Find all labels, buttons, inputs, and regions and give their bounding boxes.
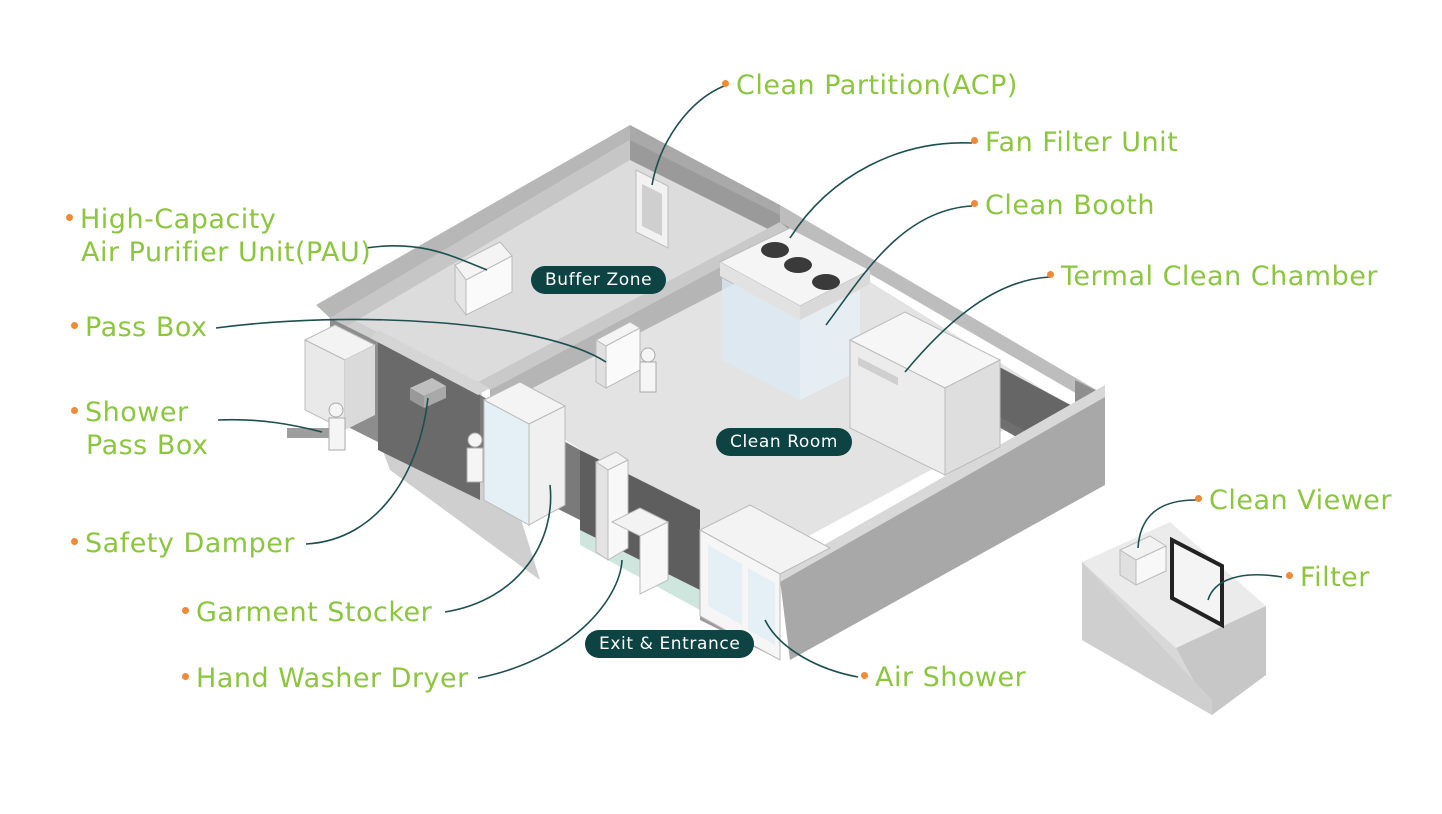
label-safety-damper: Safety Damper bbox=[71, 527, 295, 560]
pass-box-equipment bbox=[594, 321, 657, 393]
leader-acp bbox=[651, 85, 725, 186]
label-garment-stocker: Garment Stocker bbox=[182, 596, 432, 629]
leader-booth bbox=[825, 205, 973, 326]
bullet-dot bbox=[722, 80, 729, 87]
bullet-dot bbox=[182, 673, 189, 680]
label-fan-filter-unit: Fan Filter Unit bbox=[971, 126, 1178, 159]
leader-damper bbox=[305, 397, 429, 545]
label-clean-partition: Clean Partition(ACP) bbox=[722, 69, 1018, 102]
bullet-dot bbox=[971, 137, 978, 144]
label-air-shower: Air Shower bbox=[861, 661, 1026, 694]
label-pass-box: Pass Box bbox=[71, 311, 208, 344]
bullet-dot bbox=[71, 322, 78, 329]
clean-partition-equipment bbox=[635, 169, 669, 249]
bullet-dot bbox=[1286, 572, 1293, 579]
fan-filter-unit-equipment bbox=[718, 227, 872, 320]
bullet-dot bbox=[71, 407, 78, 414]
leader-garment bbox=[444, 484, 552, 613]
pau-equipment bbox=[454, 241, 513, 317]
leader-chamber bbox=[904, 276, 1051, 373]
bullet-dot bbox=[71, 538, 78, 545]
leader-ffu bbox=[789, 142, 973, 239]
zone-badge-cleanroom: Clean Room bbox=[716, 428, 853, 456]
label-thermal-clean-chamber: Termal Clean Chamber bbox=[1047, 260, 1378, 293]
bullet-dot bbox=[1047, 271, 1054, 278]
bullet-dot bbox=[971, 200, 978, 207]
zone-badge-buffer: Buffer Zone bbox=[531, 266, 667, 294]
leader-filter bbox=[1207, 573, 1283, 601]
label-clean-booth: Clean Booth bbox=[971, 189, 1155, 222]
clean-viewer-filter-box bbox=[1082, 522, 1266, 715]
leader-viewer bbox=[1137, 499, 1197, 549]
hand-washer-dryer-equipment bbox=[595, 451, 670, 595]
shower-pass-box-equipment bbox=[287, 324, 377, 451]
bullet-dot bbox=[182, 607, 189, 614]
leader-handwasher bbox=[477, 559, 623, 679]
bullet-dot bbox=[861, 672, 868, 679]
zone-badge-exit: Exit & Entrance bbox=[585, 630, 755, 658]
leader-passbox bbox=[215, 318, 607, 363]
leader-airshower bbox=[764, 619, 859, 678]
leader-lines bbox=[215, 85, 1283, 679]
leader-pau bbox=[365, 245, 488, 271]
safety-damper-equipment bbox=[410, 378, 446, 408]
leader-shower bbox=[217, 418, 323, 433]
bullet-dot bbox=[1195, 495, 1202, 502]
air-shower-equipment bbox=[698, 504, 832, 661]
label-hand-washer-dryer: Hand Washer Dryer bbox=[182, 662, 469, 695]
clean-booth-equipment bbox=[722, 278, 860, 400]
label-clean-viewer: Clean Viewer bbox=[1195, 484, 1392, 517]
label-filter: Filter bbox=[1286, 561, 1370, 594]
garment-stocker-equipment bbox=[466, 381, 567, 526]
bullet-dot bbox=[66, 214, 73, 221]
